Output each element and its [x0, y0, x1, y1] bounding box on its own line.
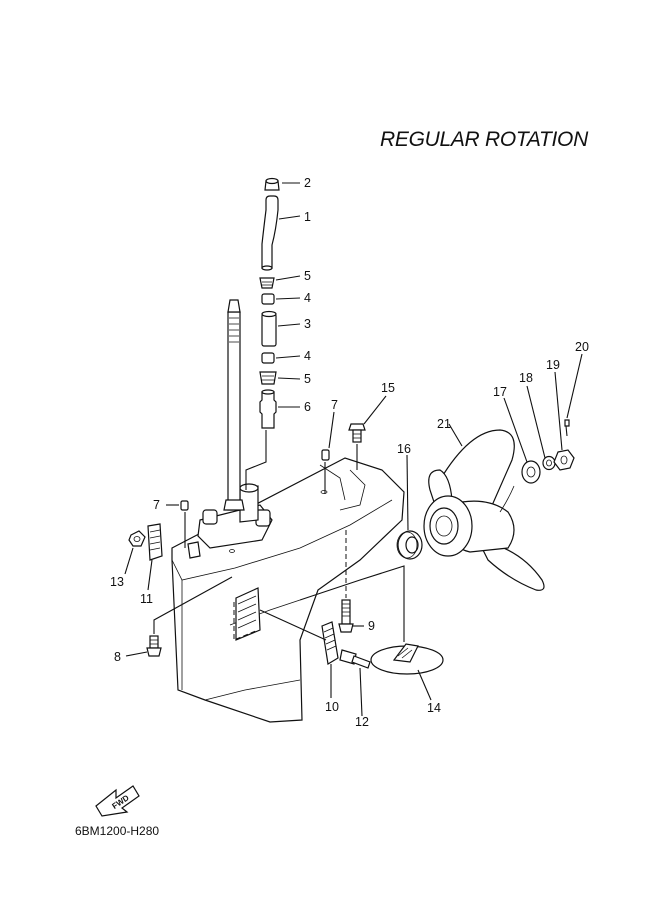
- screw: [339, 649, 371, 669]
- dowel-pin: [321, 449, 330, 494]
- callout-label: 16: [397, 442, 411, 456]
- callout-labels: 2 1 5 4 3 4 5 6 7 7 8 9 10 11 12 13 14 1…: [110, 176, 589, 729]
- trim-tab-anode: [147, 523, 201, 561]
- drive-shaft: [223, 299, 245, 511]
- callout-label: 3: [304, 317, 311, 331]
- callout-label: 9: [368, 619, 375, 633]
- callout-label: 2: [304, 176, 311, 190]
- callout-label: 10: [325, 700, 339, 714]
- callout-label: 7: [331, 398, 338, 412]
- fwd-arrow-icon: FWD: [95, 785, 140, 817]
- callout-label: 1: [304, 210, 311, 224]
- callout-label: 12: [355, 715, 369, 729]
- lower-case-housing: [171, 457, 405, 723]
- bolt: [146, 576, 233, 657]
- bolt: [348, 423, 366, 470]
- diagram-code: 6BM1200-H280: [75, 824, 160, 838]
- callout-label: 6: [304, 400, 311, 414]
- thrust-washer: [396, 530, 423, 560]
- leader-lines: [124, 182, 583, 717]
- callout-label: 8: [114, 650, 121, 664]
- callout-label: 19: [546, 358, 560, 372]
- trim-tab: [299, 565, 444, 675]
- diagram-title: REGULAR ROTATION: [380, 128, 588, 151]
- callout-label: 5: [304, 372, 311, 386]
- cotter-pin: [564, 419, 570, 437]
- callout-label: 14: [427, 701, 441, 715]
- callout-label: 4: [304, 291, 311, 305]
- callout-label: 15: [381, 381, 395, 395]
- callout-label: 4: [304, 349, 311, 363]
- nut: [553, 449, 575, 471]
- callout-label: 17: [493, 385, 507, 399]
- callout-label: 5: [304, 269, 311, 283]
- anode: [259, 609, 339, 665]
- callout-label: 20: [575, 340, 589, 354]
- water-tube-assembly: [245, 177, 280, 490]
- callout-label: 13: [110, 575, 124, 589]
- water-inlet: [235, 587, 261, 641]
- callout-label: 7: [153, 498, 160, 512]
- callout-label: 11: [140, 592, 153, 606]
- propeller: [423, 429, 545, 591]
- callout-label: 18: [519, 371, 533, 385]
- spacer: [521, 460, 541, 484]
- nut: [128, 530, 146, 547]
- callout-label: 21: [437, 417, 451, 431]
- dowel-pin: [180, 500, 189, 548]
- washer: [542, 455, 556, 471]
- bolt: [338, 530, 354, 633]
